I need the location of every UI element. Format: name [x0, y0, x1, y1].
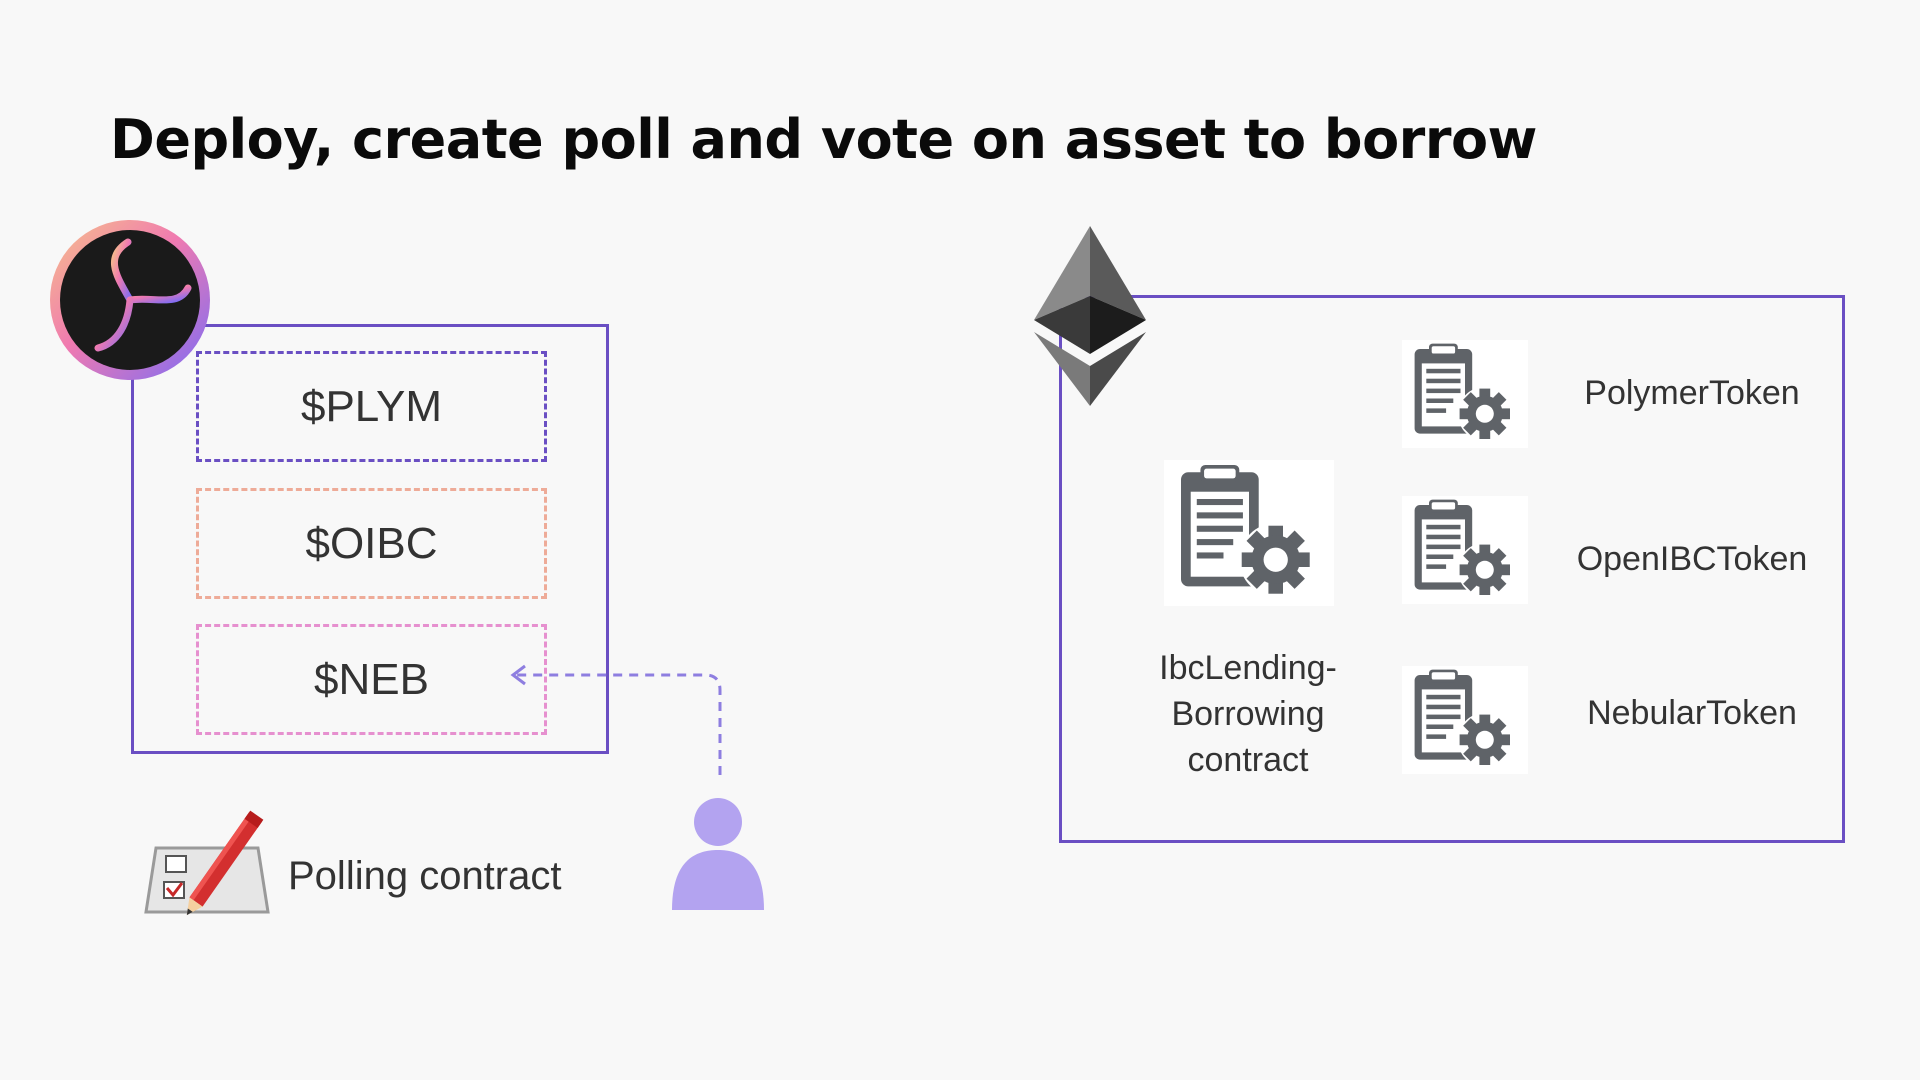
page-title: Deploy, create poll and vote on asset to…	[110, 108, 1537, 171]
ethereum-contracts-box	[1059, 295, 1845, 843]
token-option-label: $NEB	[314, 654, 429, 704]
token-option-label: $OIBC	[305, 518, 438, 568]
clipboard-gear-icon	[1402, 340, 1528, 448]
clipboard-gear-icon	[1164, 460, 1334, 606]
token-option-label: $PLYM	[300, 381, 443, 431]
token-contract-label-openibc: OpenIBCToken	[1576, 540, 1808, 578]
contract-label-line: contract	[1187, 741, 1309, 779]
token-contract-label-polymer: PolymerToken	[1584, 374, 1800, 412]
lending-contract-label: IbcLending- Borrowing contract	[1128, 645, 1368, 783]
polymer-logo-icon	[50, 220, 210, 380]
token-option-plym: $PLYM	[196, 351, 547, 462]
clipboard-gear-icon	[1402, 666, 1528, 774]
clipboard-gear-icon	[1402, 496, 1528, 604]
person-icon	[672, 798, 764, 910]
ballot-pencil-icon	[144, 810, 270, 916]
token-contract-label-nebular: NebularToken	[1587, 694, 1797, 732]
polling-contract-box	[131, 324, 609, 754]
contract-label-line: IbcLending-	[1159, 649, 1337, 687]
vote-arrow	[510, 664, 722, 775]
contract-label-line: Borrowing	[1171, 695, 1325, 733]
token-option-oibc: $OIBC	[196, 488, 547, 599]
ethereum-logo-icon	[1034, 226, 1146, 406]
token-option-neb: $NEB	[196, 624, 547, 735]
polling-contract-label: Polling contract	[288, 854, 562, 898]
